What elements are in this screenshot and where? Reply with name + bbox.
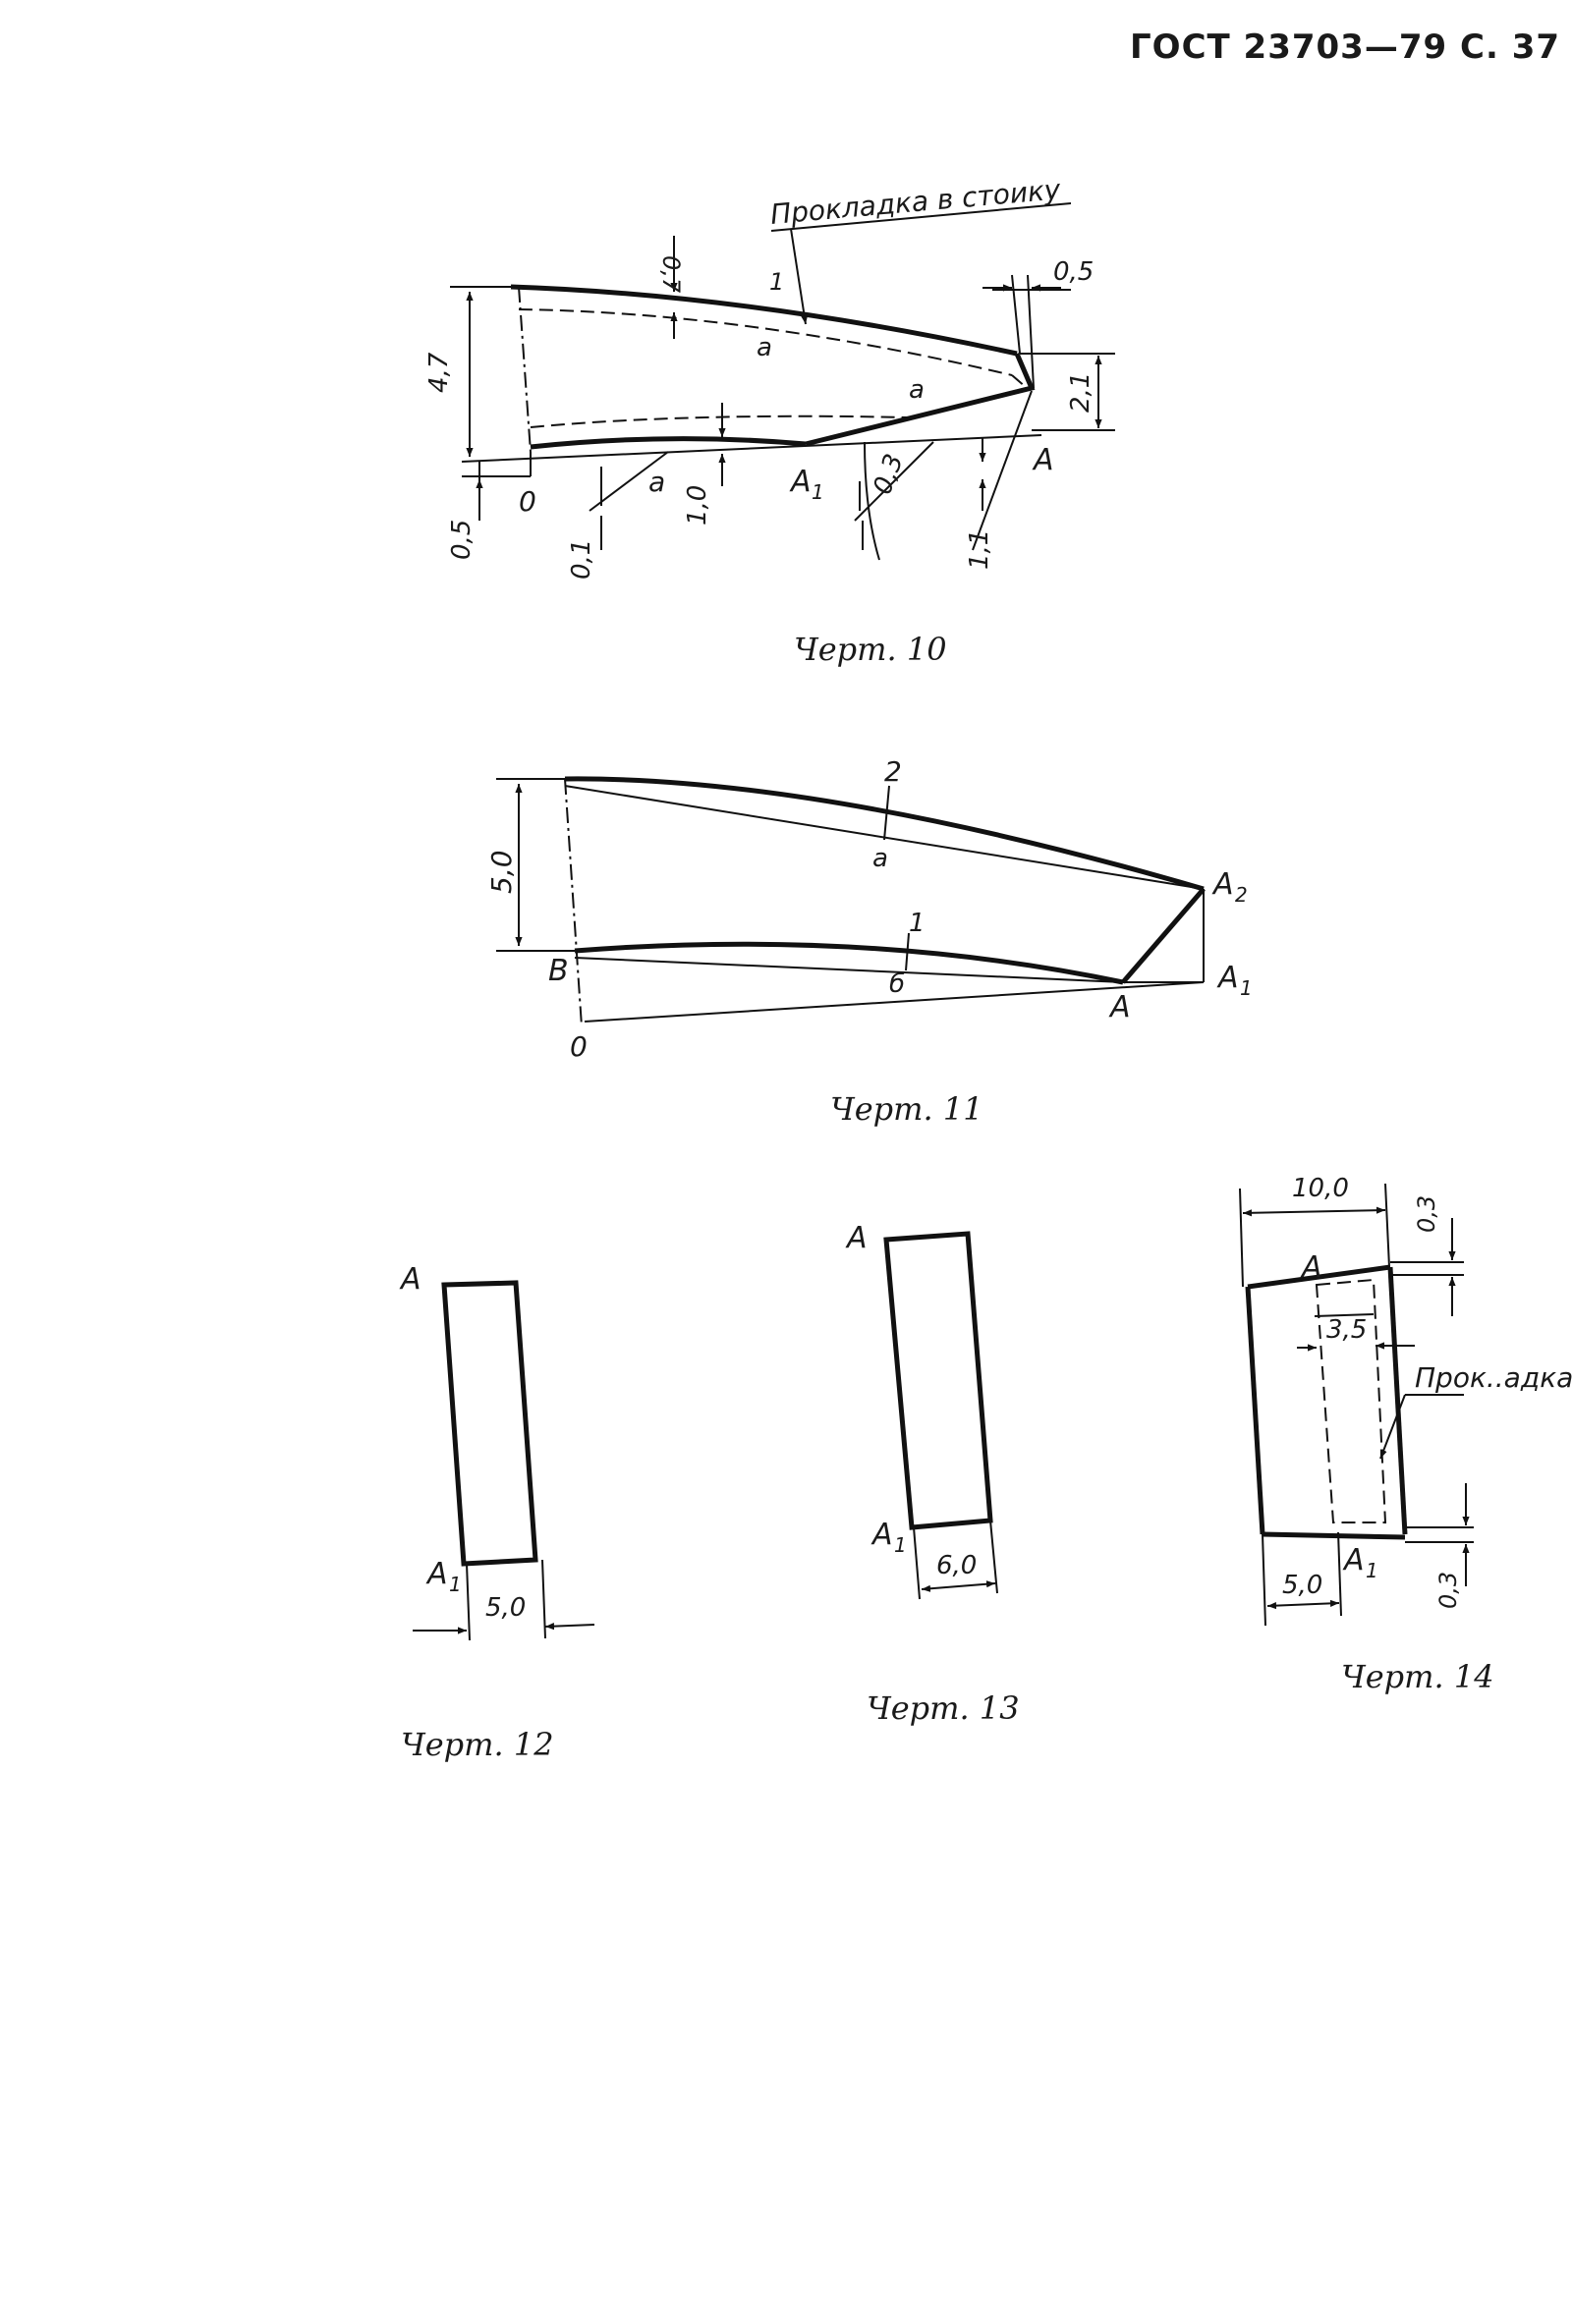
- fig14-dim-0-3-bottom: 0,3: [1434, 1572, 1462, 1609]
- fig12-label-a1: А: [425, 1557, 448, 1591]
- fig11-label-1: 1: [909, 909, 926, 938]
- fig10-label-a-top: а: [757, 333, 772, 362]
- fig10-label-a-mid: а: [909, 375, 925, 405]
- fig11-label-a1: А: [1216, 961, 1239, 995]
- fig12-label-a1-sub: 1: [449, 1573, 462, 1596]
- fig14-label-a: А: [1300, 1250, 1322, 1285]
- fig11-label-a1-sub: 1: [1240, 976, 1253, 1000]
- fig14-leader-text: Прок..адка: [1415, 1361, 1572, 1394]
- fig12-dim-5-0: 5,0: [485, 1593, 526, 1623]
- fig10-leader-text: Прокладка в стоику: [769, 173, 1062, 231]
- figure-12: А А 1 5,0: [399, 1262, 595, 1641]
- fig10-label-a1: А: [789, 465, 812, 499]
- fig10-dim-1-1: 1,1: [965, 529, 994, 570]
- fig14-label-a1-sub: 1: [1366, 1559, 1378, 1582]
- figure-14: 10,0 0,3 А 3,5 Прок..адка А 1 5,0 0,3: [1239, 1174, 1572, 1627]
- fig10-label-a-bottom: а: [648, 466, 665, 498]
- fig10-dim-1-0: 1,0: [683, 485, 712, 526]
- fig13-dim-6-0: 6,0: [936, 1551, 977, 1580]
- fig11-label-0: 0: [570, 1030, 588, 1063]
- fig11-label-a2-sub: 2: [1235, 883, 1248, 907]
- fig10-caption: Черт. 10: [794, 631, 947, 668]
- fig11-label-b-small: б: [889, 969, 905, 999]
- fig14-dim-10-0: 10,0: [1292, 1174, 1349, 1203]
- fig14-dim-5-0: 5,0: [1282, 1571, 1322, 1600]
- fig13-label-a1: А: [870, 1518, 893, 1552]
- fig10-label-point-a: А: [1032, 443, 1054, 477]
- fig10-dim-4-7: 4,7: [424, 352, 454, 393]
- fig10-label-a1-sub: 1: [812, 480, 824, 504]
- page-header: ГОСТ 23703—79 С. 37: [1130, 28, 1561, 67]
- figure-10: Прокладка в стоику 4,7 0,5 0,7 0,5 2,1 0…: [424, 173, 1115, 580]
- fig11-label-a2: А: [1211, 867, 1234, 902]
- fig14-label-a1: А: [1342, 1543, 1365, 1577]
- fig13-label-a: А: [845, 1221, 868, 1255]
- fig11-caption: Черт. 11: [830, 1090, 983, 1128]
- fig10-dim-0-1: 0,1: [567, 539, 596, 580]
- fig14-dim-0-3-top: 0,3: [1413, 1195, 1440, 1233]
- fig12-caption: Черт. 12: [401, 1726, 554, 1763]
- fig10-dim-0-5-left: 0,5: [447, 520, 477, 560]
- fig11-label-2: 2: [884, 755, 902, 788]
- fig14-dim-3-5: 3,5: [1326, 1315, 1367, 1345]
- fig12-label-a: А: [399, 1262, 421, 1297]
- fig10-dim-0-5-right: 0,5: [1053, 257, 1094, 287]
- fig14-caption: Черт. 14: [1341, 1658, 1494, 1695]
- figure-13: А А 1 6,0: [845, 1221, 998, 1600]
- fig11-label-b: В: [548, 954, 569, 988]
- fig10-label-0: 0: [519, 485, 536, 518]
- fig10-label-1: 1: [769, 268, 784, 296]
- fig13-caption: Черт. 13: [867, 1689, 1020, 1727]
- fig10-dim-2-1: 2,1: [1066, 372, 1095, 413]
- fig11-dim-5-0: 5,0: [485, 850, 518, 894]
- fig11-label-a: А: [1108, 990, 1131, 1024]
- fig10-dim-0-3: 0,3: [868, 450, 909, 498]
- fig11-label-a-small: а: [872, 844, 888, 873]
- fig10-dim-0-7: 0,7: [657, 255, 685, 294]
- figure-11: 5,0 В 0 А А 1 А 2 2 1 а б: [485, 755, 1253, 1063]
- fig13-label-a1-sub: 1: [894, 1533, 907, 1557]
